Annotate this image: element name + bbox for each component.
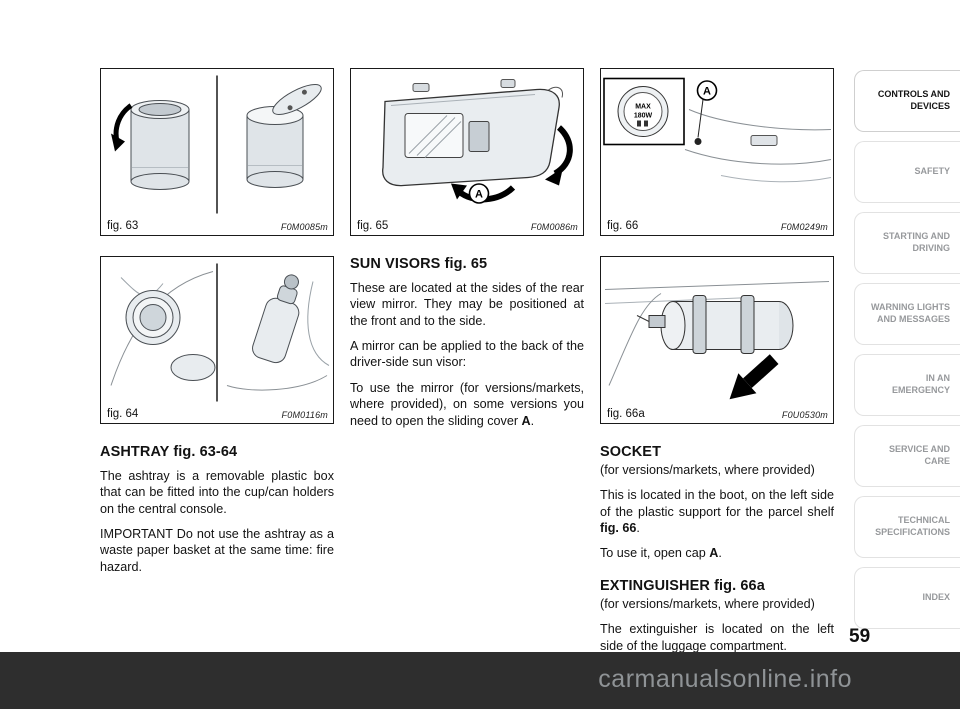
rotate-arrow-icon: [111, 103, 133, 152]
paragraph-bold-ref: A: [709, 546, 719, 561]
figure-code: F0U0530m: [781, 410, 828, 420]
paragraph-text: .: [530, 413, 535, 428]
figure-code: F0M0116m: [281, 410, 328, 420]
location-arrow-icon: [729, 354, 779, 400]
figure-64-illustration: [101, 257, 333, 408]
column-left: fig. 63 F0M0085m: [100, 68, 334, 584]
figure-63: fig. 63 F0M0085m: [100, 68, 334, 236]
ashtray-important-paragraph: IMPORTANT Do not use the ashtray as a wa…: [100, 527, 334, 574]
socket-paragraph: This is located in the boot, on the left…: [600, 487, 834, 536]
figure-caption: fig. 66: [607, 220, 639, 232]
figure-code: F0M0085m: [280, 222, 328, 232]
sidebar-item-technical-specifications: TECHNICAL SPECIFICATIONS: [854, 496, 960, 558]
swing-arrow-icon: [545, 125, 573, 186]
sun-visors-heading: SUN VISORS fig. 65: [350, 256, 488, 272]
figure-66-illustration: A MAX 180W: [601, 69, 833, 220]
figure-code: F0M0086m: [530, 222, 578, 232]
figure-65: A fig. 65 F0M0086m: [350, 68, 584, 236]
socket-heading: SOCKET: [600, 444, 662, 460]
sun-visors-paragraph: To use the mirror (for versions/markets,…: [350, 380, 584, 429]
svg-text:A: A: [703, 86, 711, 98]
ashtray-heading: ASHTRAY fig. 63-64: [100, 444, 238, 460]
figure-66a-illustration: [601, 257, 833, 408]
socket-paragraph: To use it, open cap A.: [600, 545, 834, 561]
figure-code: F0M0249m: [780, 222, 828, 232]
extinguisher-availability: (for versions/markets, where provided): [600, 596, 815, 611]
extinguisher-heading: EXTINGUISHER fig. 66a: [600, 577, 765, 594]
sidebar-item-label: IN AN EMERGENCY: [891, 373, 950, 395]
figure-65-illustration: A: [351, 69, 583, 220]
page-number: 59: [849, 626, 871, 647]
cap-max-label: MAX: [635, 104, 651, 111]
paragraph-text: To use the mirror (for versions/markets,…: [350, 380, 584, 428]
ashtray-closed-open-art: [111, 75, 322, 214]
socket-availability: (for versions/markets, where provided): [600, 463, 815, 477]
sidebar-item-in-an-emergency: IN AN EMERGENCY: [854, 354, 960, 416]
figure-caption: fig. 64: [107, 408, 139, 420]
sun-visors-paragraph: These are located at the sides of the re…: [350, 281, 584, 328]
svg-text:A: A: [475, 189, 483, 201]
boot-socket-art: A MAX 180W: [603, 77, 832, 183]
ashtray-paragraph: The ashtray is a removable plastic box t…: [100, 469, 334, 516]
paragraph-bold-ref: A: [521, 413, 531, 428]
sidebar-item-label: SAFETY: [914, 166, 950, 177]
column-right: A MAX 180W fig. 66 F0M0249m: [600, 68, 834, 663]
extinguisher-paragraph: The extinguisher is located on the left …: [600, 622, 834, 653]
sun-visors-paragraph: A mirror can be applied to the back of t…: [350, 339, 584, 370]
sidebar-item-label: SERVICE AND CARE: [888, 444, 950, 466]
paragraph-text: .: [718, 546, 722, 561]
sidebar-item-safety: SAFETY: [854, 141, 960, 203]
extinguisher-art: [604, 281, 830, 400]
callout-a-icon: A: [696, 80, 718, 101]
sidebar-item-label: STARTING AND DRIVING: [883, 231, 950, 253]
figure-63-illustration: [101, 69, 333, 220]
figure-66: A MAX 180W fig. 66 F0M0249m: [600, 68, 834, 236]
sidebar-item-service-and-care: SERVICE AND CARE: [854, 425, 960, 487]
bottom-band: [0, 652, 960, 709]
sidebar-item-controls-and-devices: CONTROLS AND DEVICES: [854, 70, 960, 132]
sidebar-item-label: TECHNICAL SPECIFICATIONS: [875, 515, 950, 537]
figure-64: fig. 64 F0M0116m: [100, 256, 334, 424]
callout-a-icon: A: [468, 183, 490, 204]
sidebar-item-starting-and-driving: STARTING AND DRIVING: [854, 212, 960, 274]
watermark: carmanualsonline.info: [598, 665, 852, 693]
cap-wattage-label: 180W: [634, 113, 653, 120]
socket-cap-inset: MAX 180W: [603, 77, 685, 146]
sun-visor-art: A: [382, 79, 573, 204]
sidebar-item-label: WARNING LIGHTS AND MESSAGES: [871, 302, 950, 324]
paragraph-text: .: [636, 521, 640, 536]
figure-caption: fig. 66a: [607, 408, 645, 420]
open-lid-art: [272, 84, 322, 115]
sidebar-item-label: INDEX: [922, 592, 950, 603]
figure-caption: fig. 63: [107, 220, 139, 232]
bottle-art: [252, 274, 300, 364]
paragraph-text: This is located in the boot, on the left…: [600, 488, 834, 519]
sidebar-item-label: CONTROLS AND DEVICES: [877, 89, 950, 111]
cup-holder-art: [110, 263, 330, 402]
paragraph-bold-ref: fig. 66: [600, 521, 637, 536]
figure-caption: fig. 65: [357, 220, 389, 232]
section-tab-sidebar: CONTROLS AND DEVICES SAFETY STARTING AND…: [854, 70, 960, 638]
paragraph-text: To use it, open cap: [600, 546, 710, 561]
figure-66a: fig. 66a F0U0530m: [600, 256, 834, 424]
column-middle: A fig. 65 F0M0086m SUN VISORS fig. 65 Th…: [350, 68, 584, 438]
sidebar-item-warning-lights-and-messages: WARNING LIGHTS AND MESSAGES: [854, 283, 960, 345]
sidebar-item-index: INDEX: [854, 567, 960, 629]
